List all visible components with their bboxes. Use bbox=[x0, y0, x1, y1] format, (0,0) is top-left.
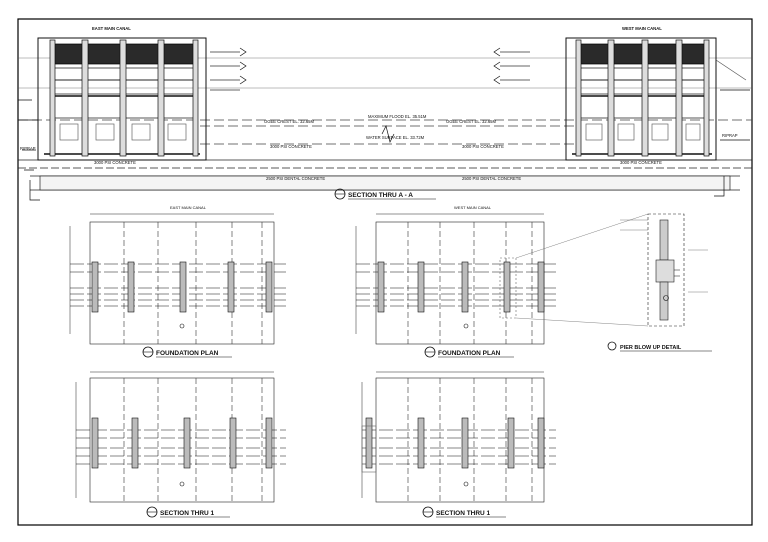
concrete-right-label: 3000 PSI CONCRETE bbox=[462, 144, 504, 149]
foundation-plan-east bbox=[69, 213, 286, 345]
section-a-a-caption: SECTION THRU A - A bbox=[334, 188, 436, 200]
section-a-a-caption-text: SECTION THRU A - A bbox=[348, 192, 413, 199]
base-right-label: 3000 PSI CONCRETE bbox=[620, 160, 662, 165]
fp-east-title: EAST MAIN CANAL bbox=[170, 205, 207, 210]
riprap-left-label: RIPRAP bbox=[20, 146, 36, 151]
section-1-east bbox=[75, 371, 286, 503]
fp-west-caption: FOUNDATION PLAN bbox=[438, 350, 501, 357]
section-a-a-labels: EAST MAIN CANAL WEST MAIN CANAL MAXIMUM … bbox=[20, 26, 738, 181]
section-a-a bbox=[18, 37, 752, 201]
left-structure bbox=[18, 37, 247, 201]
sec1-west-caption: SECTION THRU 1 bbox=[436, 510, 491, 517]
fp-east-caption: FOUNDATION PLAN bbox=[156, 350, 219, 357]
crest-right-label: OGEE CREST EL. 32.65M bbox=[446, 119, 496, 124]
crest-left-label: OGEE CREST EL. 32.65M bbox=[264, 119, 314, 124]
dental-right-label: 2500 PSI DENTAL CONCRETE bbox=[462, 176, 521, 181]
base-left-label: 3000 PSI CONCRETE bbox=[94, 160, 136, 165]
sec1-east-caption: SECTION THRU 1 bbox=[160, 510, 215, 517]
east-canal-title: EAST MAIN CANAL bbox=[92, 26, 131, 31]
water-surface-label: WATER SURFACE EL. 33.72M bbox=[366, 135, 425, 140]
pier-detail bbox=[620, 213, 708, 327]
riprap-right-label: RIPRAP bbox=[722, 133, 738, 138]
concrete-left-label: 3000 PSI CONCRETE bbox=[270, 144, 312, 149]
max-flood-label: MAXIMUM FLOOD EL. 35.51M bbox=[368, 114, 427, 119]
fp-west-title: WEST MAIN CANAL bbox=[454, 205, 492, 210]
right-structure bbox=[493, 37, 750, 197]
section-1-west bbox=[361, 371, 556, 503]
plan-labels: EAST MAIN CANAL WEST MAIN CANAL FOUNDATI… bbox=[142, 205, 712, 518]
foundation-plan-west bbox=[355, 213, 556, 345]
pier-detail-caption: PIER BLOW UP DETAIL bbox=[620, 345, 682, 351]
west-canal-title: WEST MAIN CANAL bbox=[622, 26, 662, 31]
sheet-border bbox=[17, 18, 753, 526]
dental-left-label: 2500 PSI DENTAL CONCRETE bbox=[266, 176, 325, 181]
